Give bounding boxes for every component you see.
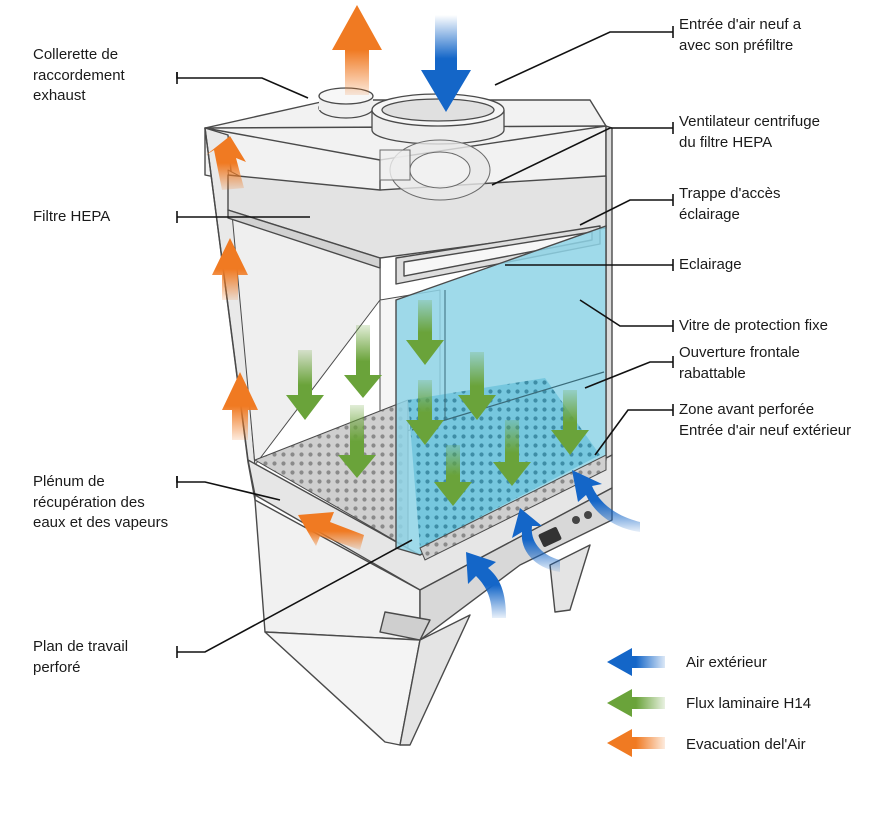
green-arrow-left-icon xyxy=(607,689,665,717)
blue-arrow-left-icon xyxy=(607,648,665,676)
label-plenum: Plénum de récupération des eaux et des v… xyxy=(33,472,168,534)
label-filtre-hepa: Filtre HEPA xyxy=(33,207,110,228)
label-ventilateur: Ventilateur centrifuge du filtre HEPA xyxy=(679,112,820,153)
label-collerette: Collerette de raccordement exhaust xyxy=(33,45,125,107)
label-entree-air: Entrée d'air neuf a avec son préfiltre xyxy=(679,15,801,56)
exhaust-arrow-top xyxy=(332,5,382,95)
label-zone-avant: Zone avant perforée Entrée d'air neuf ex… xyxy=(679,400,851,441)
label-trappe: Trappe d'accès éclairage xyxy=(679,184,781,225)
label-eclairage: Eclairage xyxy=(679,255,742,276)
orange-arrow-left-icon xyxy=(607,729,665,757)
label-ouverture: Ouverture frontale rabattable xyxy=(679,343,800,384)
legend-evacuation: Evacuation del'Air xyxy=(686,735,806,755)
label-vitre: Vitre de protection fixe xyxy=(679,316,828,337)
legend-flux-laminaire: Flux laminaire H14 xyxy=(686,694,811,714)
legend-air-exterieur: Air extérieur xyxy=(686,653,767,673)
intake-collar xyxy=(372,94,504,144)
label-plan-travail: Plan de travail perforé xyxy=(33,637,128,678)
